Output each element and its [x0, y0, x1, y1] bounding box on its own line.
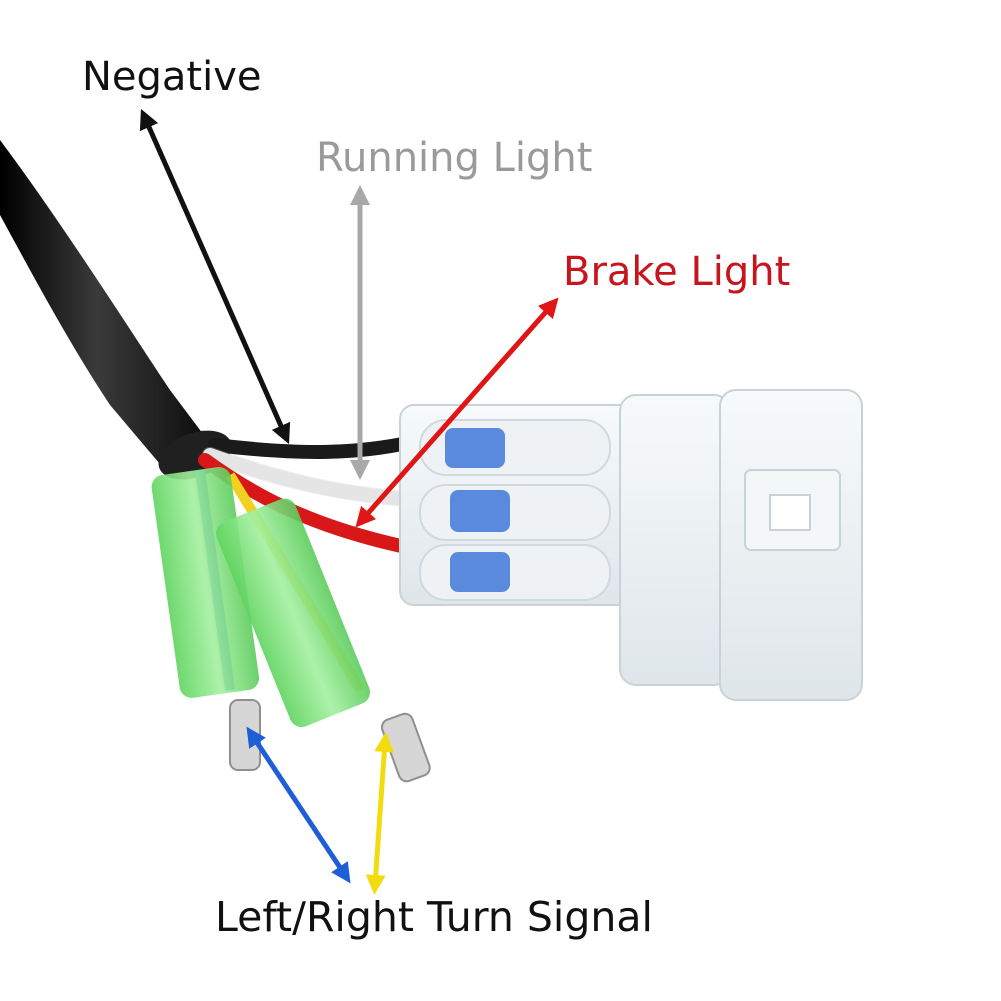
- brake-light-arrow: [355, 297, 559, 528]
- left-turn-arrow: [246, 726, 351, 884]
- right-turn-arrow: [365, 732, 395, 895]
- connector-housing: [399, 389, 863, 701]
- negative-arrow: [139, 108, 291, 445]
- black-wire: [208, 433, 427, 459]
- brake-light-label: Brake Light: [563, 249, 791, 295]
- left-terminal: [151, 467, 261, 771]
- turn-signal-label: Left/Right Turn Signal: [215, 893, 653, 941]
- negative-label: Negative: [82, 54, 262, 100]
- cable-sheath: [0, 140, 215, 470]
- running-light-label: Running Light: [316, 135, 593, 181]
